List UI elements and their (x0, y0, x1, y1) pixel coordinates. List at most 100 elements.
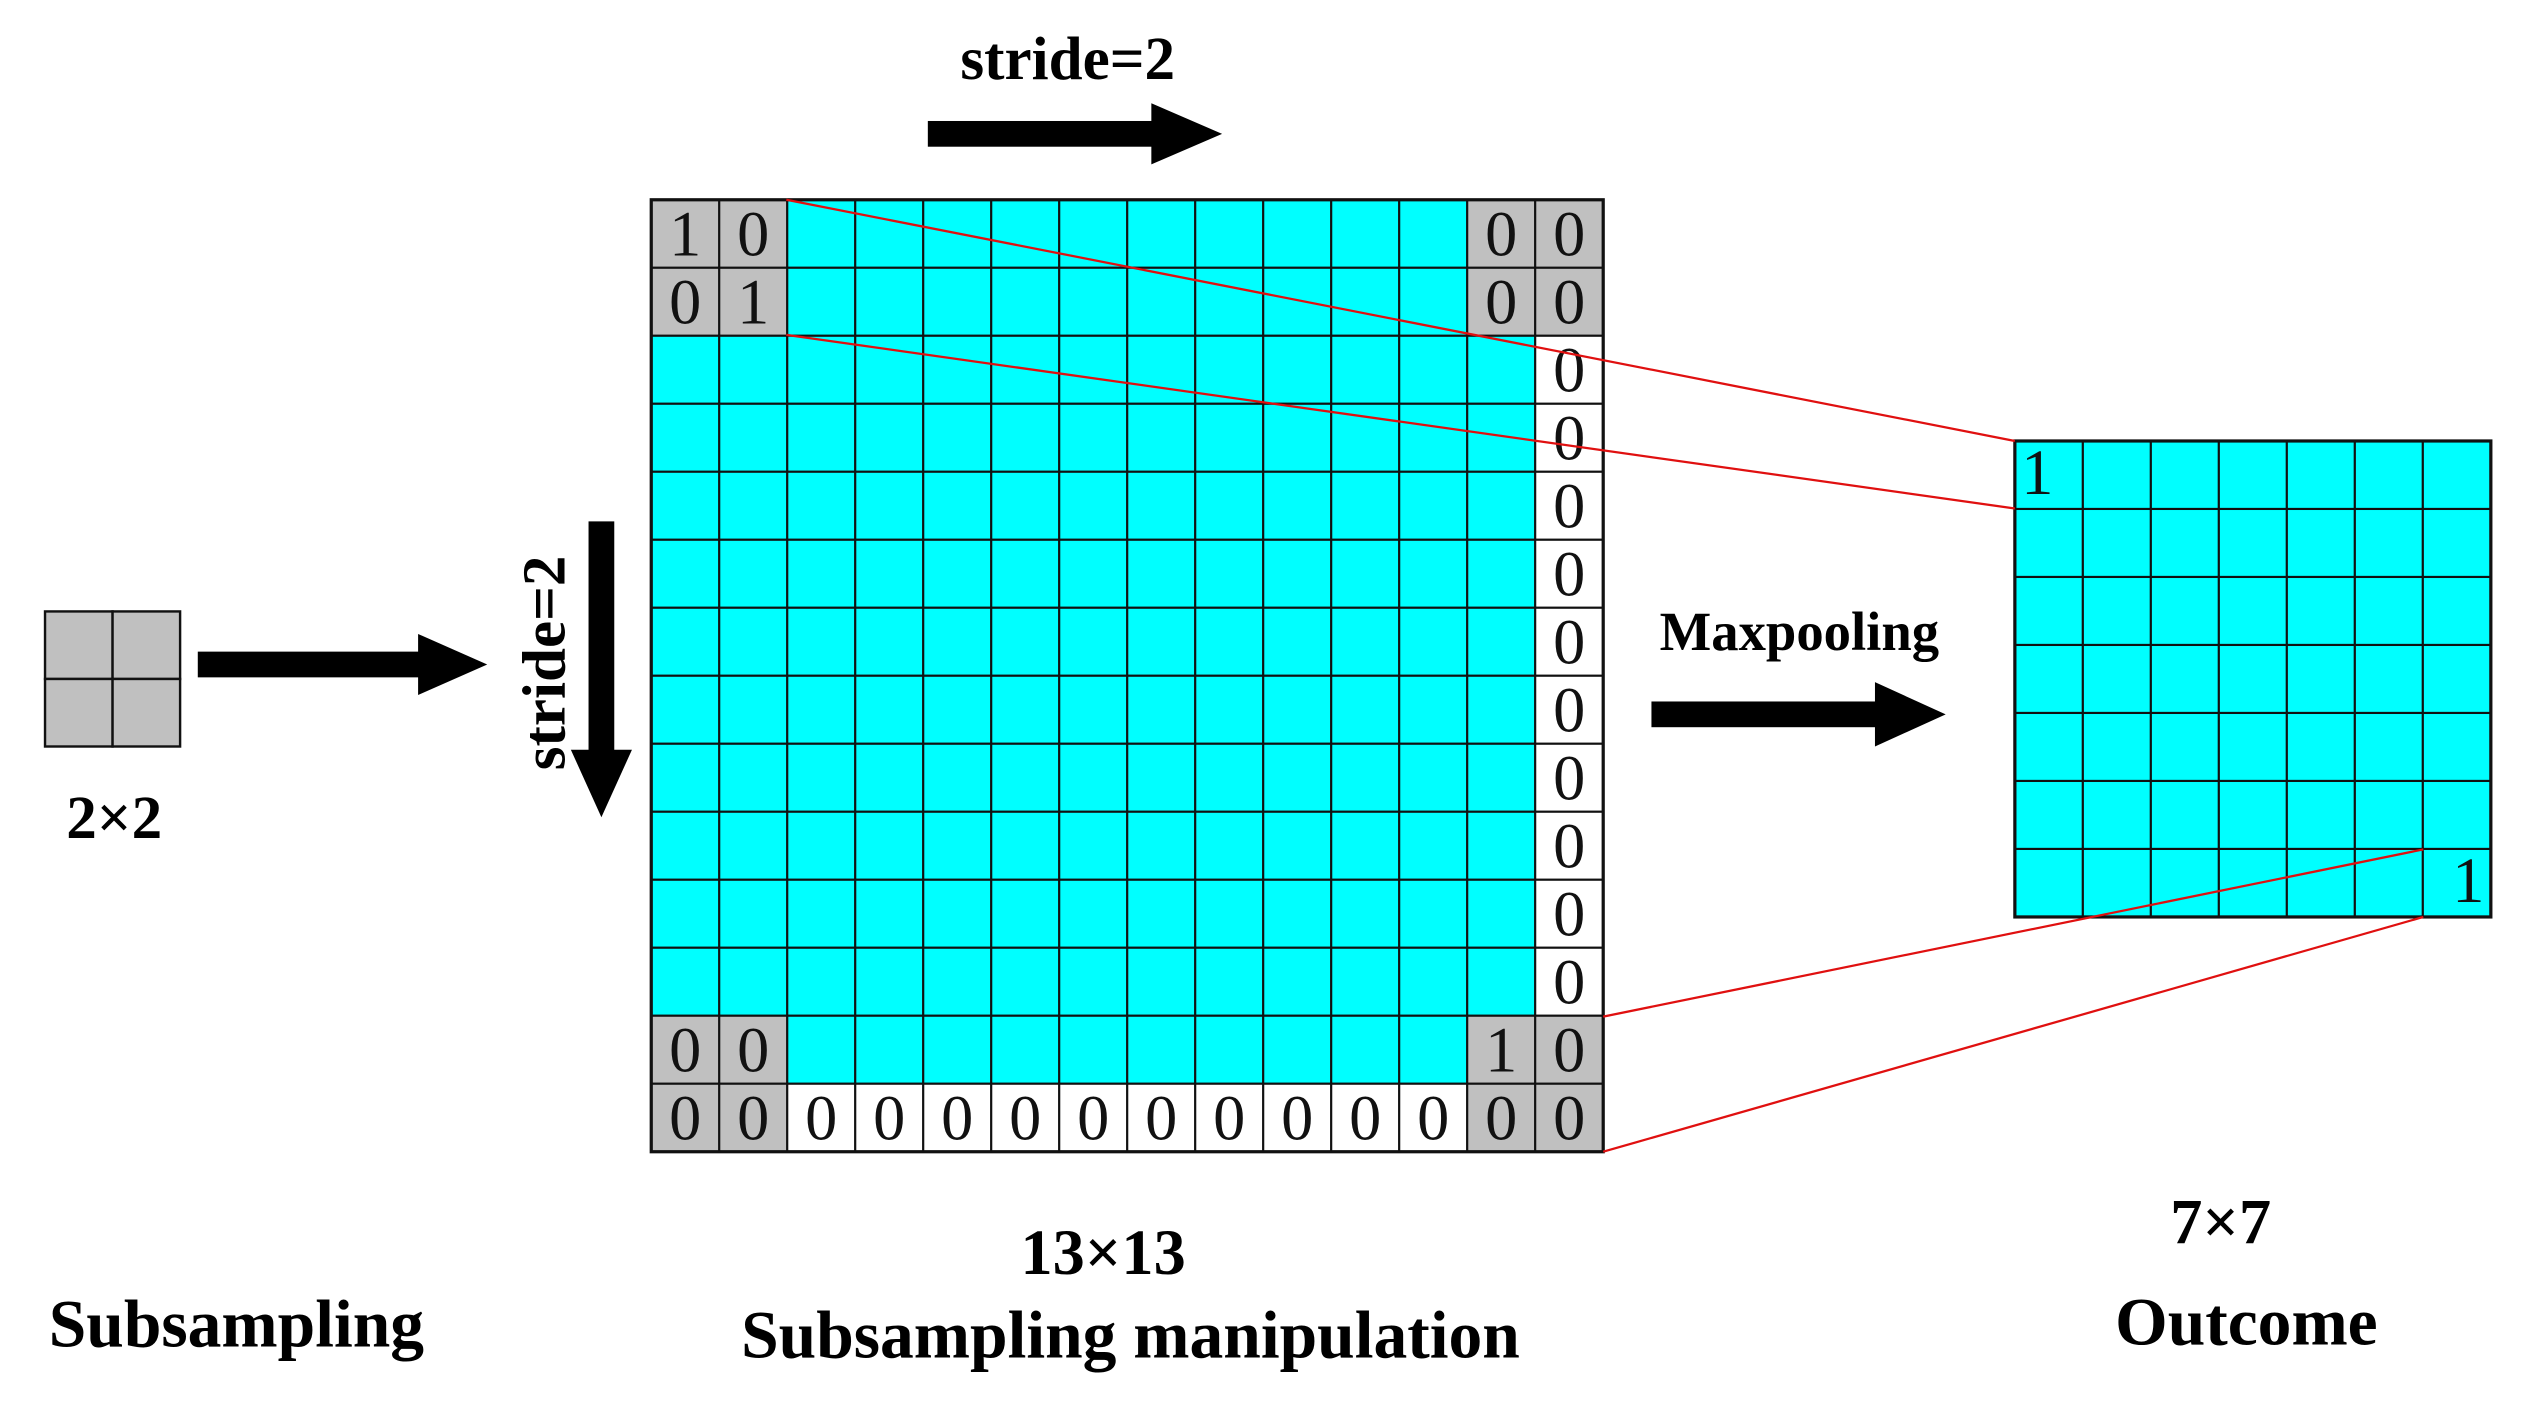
connector-line (1602, 848, 2424, 1018)
grid-cell (990, 334, 1061, 405)
grid-cell-value: 0 (1349, 1082, 1381, 1153)
grid-cell-value: 0 (737, 1014, 769, 1085)
grid-cell (1262, 946, 1333, 1017)
grid-cell (2217, 643, 2288, 715)
grid-cell (650, 878, 721, 949)
grid-cell (650, 470, 721, 541)
grid-cell (2353, 507, 2424, 579)
grid-cell-value: 0 (1553, 878, 1585, 949)
grid-cell (2353, 643, 2424, 715)
connector-line (786, 198, 2016, 443)
output-grid-size-label: 7×7 (2170, 1186, 2271, 1257)
grid-cell-value: 0 (1553, 403, 1585, 474)
grid-cell (718, 538, 789, 609)
grid-cell (1398, 1014, 1469, 1085)
grid-cell (786, 198, 857, 269)
grid-cell (1534, 946, 1605, 1017)
grid-cell (854, 402, 925, 473)
kernel-caption: Subsampling (49, 1286, 425, 1361)
grid-cell (2421, 507, 2492, 579)
grid-cell (1194, 810, 1265, 881)
grid-cell (2421, 575, 2492, 647)
grid-cell (1466, 742, 1537, 813)
grid-cell-value: 1 (2021, 437, 2053, 508)
grid-cell (990, 1014, 1061, 1085)
grid-cell (2421, 847, 2492, 919)
grid-cell (2217, 779, 2288, 851)
grid-cell (2081, 439, 2152, 511)
grid-cell (1194, 266, 1265, 337)
grid-cell (2285, 779, 2356, 851)
kernel-size-label: 2×2 (66, 785, 162, 852)
grid-cell (1058, 742, 1129, 813)
grid-cell (1262, 538, 1333, 609)
grid-cell (1194, 198, 1265, 269)
stride-horizontal-arrow (927, 103, 1223, 165)
grid-cell (1330, 742, 1401, 813)
grid-cell (1194, 878, 1265, 949)
grid-cell (1534, 742, 1605, 813)
grid-cell (1330, 810, 1401, 881)
stride-horizontal-label: stride=2 (960, 26, 1175, 93)
grid-cell (1194, 606, 1265, 677)
grid-cell (1330, 198, 1401, 269)
output-grid-border (2013, 439, 2493, 919)
grid-cell (1330, 878, 1401, 949)
grid-cell (1466, 810, 1537, 881)
grid-cell (1398, 402, 1469, 473)
grid-cell-value: 0 (1417, 1082, 1449, 1153)
grid-cell (2421, 711, 2492, 783)
grid-cell (1194, 538, 1265, 609)
grid-cell (854, 674, 925, 745)
grid-cell (2421, 643, 2492, 715)
grid-cell (1398, 538, 1469, 609)
grid-cell (1262, 606, 1333, 677)
grid-cell (718, 674, 789, 745)
grid-cell (1262, 198, 1333, 269)
grid-cell (1194, 1082, 1265, 1153)
grid-cell (1126, 1014, 1197, 1085)
grid-cell (1330, 1014, 1401, 1085)
grid-cell (1466, 878, 1537, 949)
grid-cell-value: 0 (1553, 539, 1585, 610)
grid-cell (2149, 575, 2220, 647)
kernel-cell (111, 677, 182, 748)
grid-cell (1262, 402, 1333, 473)
grid-cell (2285, 643, 2356, 715)
grid-cell-value: 0 (941, 1082, 973, 1153)
grid-cell (990, 470, 1061, 541)
grid-cell-value: 0 (737, 1082, 769, 1153)
grid-cell (1126, 674, 1197, 745)
grid-cell (2353, 575, 2424, 647)
grid-cell (2149, 507, 2220, 579)
grid-cell (854, 198, 925, 269)
grid-cell (650, 538, 721, 609)
grid-cell (854, 538, 925, 609)
grid-cell-value: 0 (805, 1082, 837, 1153)
grid-cell (2149, 643, 2220, 715)
grid-cell (990, 198, 1061, 269)
grid-cell (786, 266, 857, 337)
grid-cell (718, 606, 789, 677)
grid-cell (2149, 439, 2220, 511)
grid-cell (1398, 266, 1469, 337)
grid-cell-value: 0 (1553, 335, 1585, 406)
stride-vertical-label: stride=2 (511, 556, 578, 771)
grid-cell (1194, 470, 1265, 541)
grid-cell-value: 0 (873, 1082, 905, 1153)
grid-cell (1330, 266, 1401, 337)
grid-cell (1398, 470, 1469, 541)
grid-cell (786, 742, 857, 813)
grid-cell (1330, 402, 1401, 473)
grid-cell (1194, 334, 1265, 405)
grid-cell (1126, 198, 1197, 269)
grid-cell (718, 946, 789, 1017)
grid-cell (2149, 779, 2220, 851)
grid-cell (718, 198, 789, 269)
grid-cell (1534, 470, 1605, 541)
grid-cell (922, 470, 993, 541)
grid-cell (786, 470, 857, 541)
grid-cell (1534, 674, 1605, 745)
grid-cell (1262, 742, 1333, 813)
